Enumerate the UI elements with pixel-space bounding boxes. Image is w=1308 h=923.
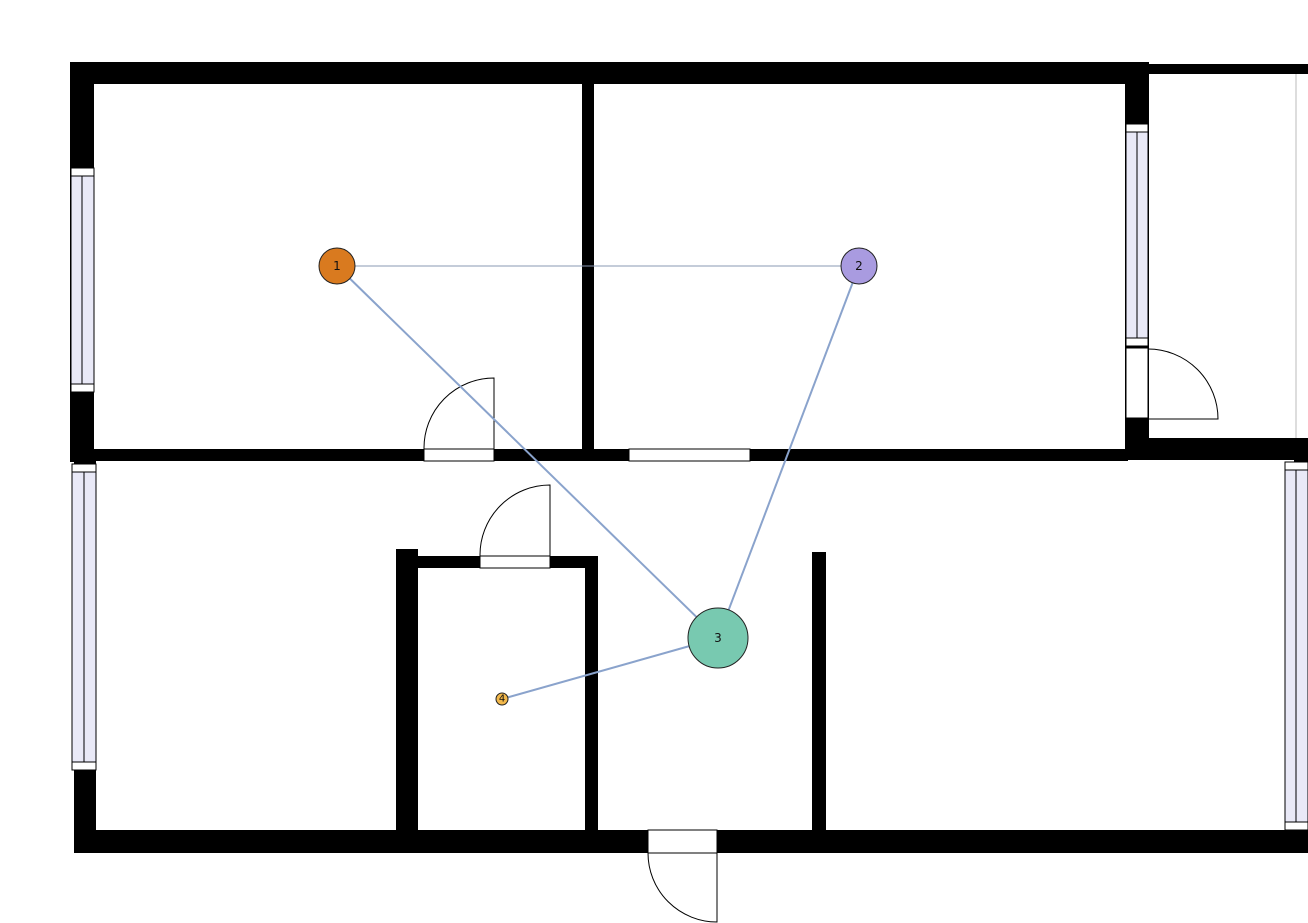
windows (70, 123, 1308, 831)
annex-bottom-wall (1127, 438, 1308, 460)
top-wall-right-annex (1148, 64, 1308, 74)
window-right-lower (1284, 461, 1308, 831)
door-annex (1125, 347, 1219, 420)
node-1[interactable]: 1 (318, 247, 356, 285)
closet-right-wall (585, 556, 598, 831)
node-1-circle[interactable] (318, 247, 356, 285)
graph-nodes: 1 2 3 4 (318, 247, 878, 706)
central-horizontal-wall (94, 449, 1128, 461)
node-3[interactable]: 3 (687, 607, 749, 669)
node-3-circle[interactable] (687, 607, 749, 669)
edge-1-3 (336, 265, 719, 639)
node-2[interactable]: 2 (840, 247, 878, 285)
closet-left-wall (396, 549, 418, 831)
node-4[interactable]: 4 (495, 692, 509, 706)
node-4-label: 4 (499, 694, 505, 705)
edge-2-3 (717, 265, 860, 639)
graph-edges (336, 265, 860, 700)
node-4-circle[interactable] (495, 692, 509, 706)
window-left-upper (70, 167, 95, 393)
window-left-lower (71, 463, 97, 771)
node-2-label: 2 (855, 259, 863, 273)
opening-central-wall (628, 448, 751, 462)
door-closet (479, 484, 551, 569)
node-3-label: 3 (714, 631, 722, 645)
window-right-upper (1125, 123, 1149, 347)
edge-3-4 (501, 637, 719, 700)
node-1-label: 1 (333, 259, 341, 273)
partition-wall (812, 552, 826, 831)
door-entrance (647, 829, 718, 923)
doors (423, 347, 1219, 923)
door-room1 (423, 377, 495, 462)
top-wall (70, 62, 1148, 84)
middle-divider-upper (582, 84, 594, 460)
node-2-circle[interactable] (840, 247, 878, 285)
